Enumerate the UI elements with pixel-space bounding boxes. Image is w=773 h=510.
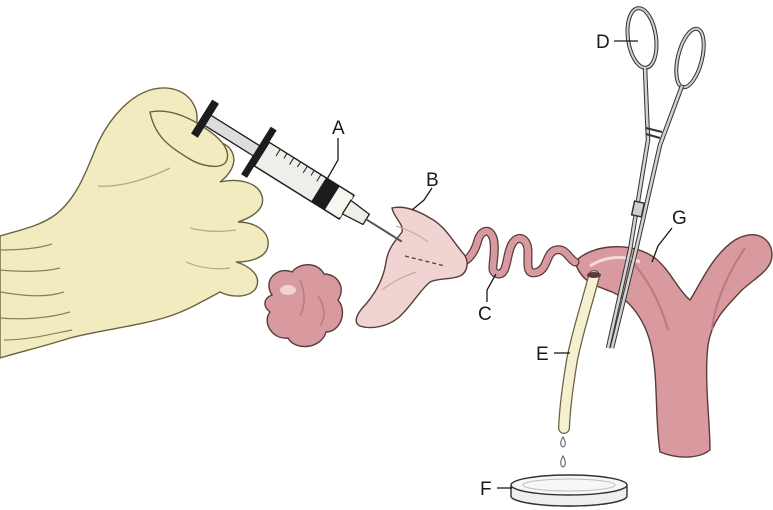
uterine-horn-icon [575,235,772,457]
label-c: C [478,304,492,325]
label-e: E [536,344,549,365]
label-a: A [332,118,345,139]
label-f: F [480,479,492,500]
oviduct-infundibulum-icon [356,207,467,327]
petri-dish-icon [511,475,627,506]
catheter-tube-icon [561,272,601,467]
oviduct-icon [460,231,575,274]
label-g: G [672,208,687,229]
label-b: B [426,170,439,191]
label-d: D [596,32,610,53]
ovary-icon [265,265,343,347]
